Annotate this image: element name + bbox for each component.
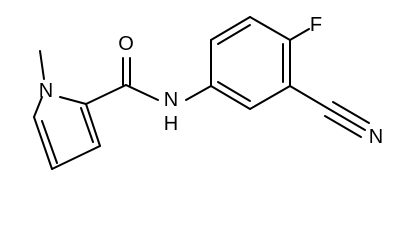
bond-cn-triple-1 xyxy=(328,108,366,131)
bond-n1-methyl xyxy=(39,50,45,80)
atom-label-o-carbonyl: O xyxy=(118,33,134,55)
bond-c-cn xyxy=(289,85,330,110)
atom-label-n-amide: N xyxy=(164,89,178,111)
bond-nh-c1 xyxy=(185,85,212,101)
atom-label-n-pyrrole: N xyxy=(39,80,53,102)
atom-label-n-nitrile: N xyxy=(369,126,383,148)
bond-c4-c5-inner xyxy=(80,107,94,143)
bond-c3-c4 xyxy=(51,145,101,170)
bond-c5-carbonyl xyxy=(85,84,127,105)
bond-n1-c2 xyxy=(33,96,43,118)
atom-label-h-amide: H xyxy=(164,113,178,135)
bond-ph-c5-c6 xyxy=(249,85,291,110)
bond-c2-c3-inner xyxy=(41,120,58,164)
bond-ph-c6-c1 xyxy=(210,85,251,110)
bond-c2-c3 xyxy=(33,116,53,170)
structure-canvas: N O N H F N xyxy=(33,14,383,170)
bond-ph-c2-c3 xyxy=(210,16,251,41)
bonds xyxy=(33,16,370,170)
bond-cn-triple-3 xyxy=(324,115,362,138)
molecule-diagram: N O N H F N xyxy=(33,14,383,170)
bond-carbonyl-nh xyxy=(125,84,159,101)
bond-ph-c2-c3-inner xyxy=(217,24,251,45)
bond-c4-c5 xyxy=(85,103,101,147)
bond-cn-triple-2 xyxy=(332,101,370,124)
bond-ph-c6-c1-inner xyxy=(217,81,251,102)
bond-c-f xyxy=(289,28,310,41)
atom-labels: N O N H F N xyxy=(39,14,383,148)
bond-c5-n1 xyxy=(59,96,87,105)
bond-ph-c3-c4 xyxy=(249,16,291,41)
atom-label-f: F xyxy=(310,14,322,36)
